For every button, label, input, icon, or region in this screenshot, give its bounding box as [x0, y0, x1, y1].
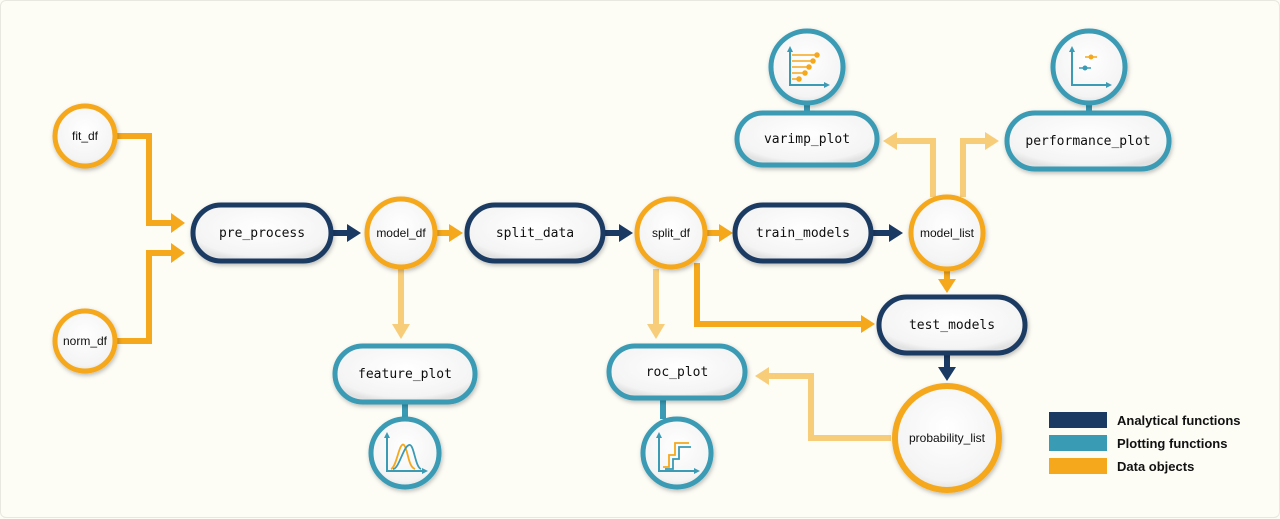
varimp-plot-label: varimp_plot: [764, 132, 850, 147]
legend-label-plotting: Plotting functions: [1117, 436, 1227, 451]
density-plot-icon: [368, 416, 442, 490]
connector-model-list-to-varimp-plot: [895, 138, 936, 197]
connector-split-df-to-test-models: [694, 263, 863, 327]
arrowhead: [392, 324, 410, 339]
fit-df-label: fit_df: [72, 129, 99, 143]
arrowhead: [938, 367, 956, 381]
split-df-label: split_df: [652, 226, 691, 240]
legend-swatch-data: [1049, 458, 1107, 474]
function-test-models[interactable]: test_models: [876, 294, 1028, 356]
variable-importance-icon: [768, 28, 846, 106]
legend-swatch-analytical: [1049, 412, 1107, 428]
model-df-label: model_df: [376, 226, 426, 240]
arrowhead: [861, 315, 875, 333]
connector-probability-list-to-roc-plot: [767, 373, 891, 441]
legend-label-data: Data objects: [1117, 459, 1194, 474]
roc-curve-icon: [640, 416, 714, 490]
legend-label-analytical: Analytical functions: [1117, 413, 1241, 428]
function-split-data[interactable]: split_data: [464, 202, 606, 264]
arrowhead: [938, 279, 956, 293]
arrowhead: [171, 243, 185, 263]
arrowhead: [755, 367, 769, 385]
plot-varimp-plot[interactable]: varimp_plot: [734, 110, 880, 168]
legend-swatch-plotting: [1049, 435, 1107, 451]
data-object-probability-list[interactable]: probability_list: [892, 383, 1002, 493]
test-models-label: test_models: [909, 318, 995, 333]
arrowhead: [883, 132, 897, 150]
connector-norm-df-to-pre-process: [115, 250, 171, 344]
function-train-models[interactable]: train_models: [732, 202, 874, 264]
legend: Analytical functions Plotting functions …: [1049, 412, 1241, 474]
plot-performance-plot[interactable]: performance_plot: [1004, 110, 1172, 172]
train-models-label: train_models: [756, 226, 850, 241]
arrowhead: [647, 324, 665, 339]
arrowhead: [347, 224, 361, 242]
data-object-norm-df[interactable]: norm_df: [52, 308, 118, 374]
performance-plot-label: performance_plot: [1025, 134, 1150, 149]
data-object-model-list[interactable]: model_list: [908, 194, 986, 272]
probability-list-label: probability_list: [909, 431, 986, 445]
connectors: [115, 103, 1092, 441]
data-object-model-df[interactable]: model_df: [364, 196, 438, 270]
function-pre-process[interactable]: pre_process: [190, 202, 334, 264]
data-object-fit-df[interactable]: fit_df: [52, 103, 118, 169]
feature-plot-label: feature_plot: [358, 367, 452, 382]
arrowhead: [619, 224, 633, 242]
plot-feature-plot[interactable]: feature_plot: [332, 343, 478, 405]
arrowhead: [171, 213, 185, 233]
pre-process-label: pre_process: [219, 226, 305, 241]
arrowhead: [449, 224, 463, 242]
model-list-label: model_list: [920, 226, 975, 240]
arrowhead: [719, 224, 733, 242]
roc-plot-label: roc_plot: [646, 365, 709, 380]
split-data-label: split_data: [496, 226, 574, 241]
arrowhead: [889, 224, 903, 242]
connector-fit-df-to-pre-process: [115, 133, 171, 226]
data-object-split-df[interactable]: split_df: [634, 196, 708, 270]
performance-dot-plot-icon: [1050, 28, 1128, 106]
arrowhead: [985, 132, 999, 150]
norm-df-label: norm_df: [63, 334, 108, 348]
plot-roc-plot[interactable]: roc_plot: [606, 343, 748, 401]
connector-model-list-to-performance-plot: [960, 138, 987, 197]
